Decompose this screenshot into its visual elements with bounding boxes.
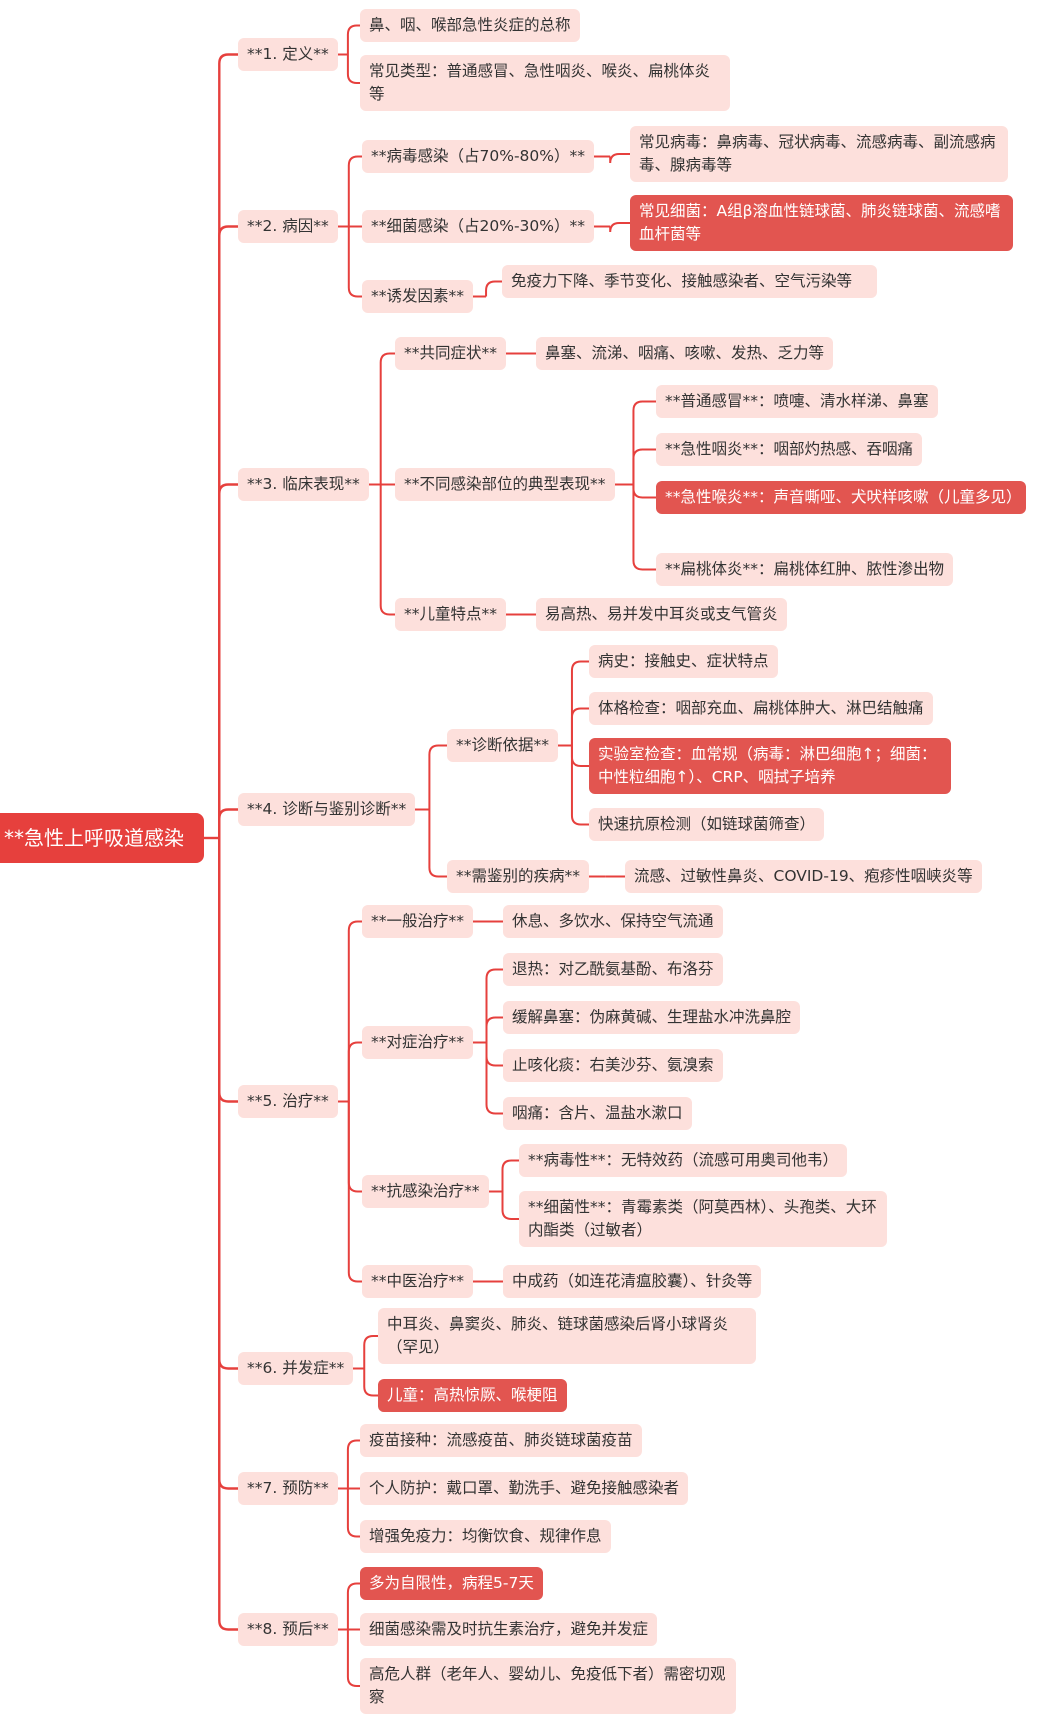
connector-line — [485, 1016, 503, 1043]
connector-line — [218, 838, 238, 1490]
connector-line — [346, 24, 360, 55]
clinical-sites[interactable]: **不同感染部位的典型表现** — [395, 468, 615, 501]
connector-line — [218, 53, 238, 838]
clinical-child-detail[interactable]: 易高热、易并发中耳炎或支气管炎 — [536, 598, 787, 631]
connector-line — [632, 484, 656, 499]
connector-line — [346, 1488, 360, 1538]
connector-line — [570, 660, 589, 746]
section-complications[interactable]: **6. 并发症** — [238, 1352, 354, 1385]
complication-item[interactable]: 中耳炎、鼻窦炎、肺炎、链球菌感染后肾小球肾炎（罕见） — [378, 1308, 756, 1364]
treatment-symptomatic[interactable]: **对症治疗** — [362, 1026, 474, 1059]
prevention-item[interactable]: 增强免疫力：均衡饮食、规律作息 — [360, 1520, 611, 1553]
section-prognosis[interactable]: **8. 预后** — [238, 1613, 338, 1646]
connector-line — [485, 1042, 503, 1067]
treatment-tcm[interactable]: **中医治疗** — [362, 1265, 474, 1298]
connector-line — [570, 745, 589, 767]
treatment-anti-infective[interactable]: **抗感染治疗** — [362, 1175, 489, 1208]
connector-line — [570, 745, 589, 826]
prognosis-item[interactable]: 多为自限性，病程5-7天 — [360, 1567, 543, 1600]
connector-line — [346, 1629, 360, 1687]
connector-line — [218, 838, 238, 1370]
connector-line — [346, 1439, 360, 1489]
etiology-bacteria[interactable]: **细菌感染（占20%-30%）** — [362, 210, 594, 243]
clinical-site-item[interactable]: **急性喉炎**：声音嘶哑、犬吠样咳嗽（儿童多见） — [656, 481, 1026, 514]
connector-line — [570, 707, 589, 746]
connector-line — [363, 1368, 378, 1397]
connector-line — [609, 222, 630, 233]
treatment-anti-item[interactable]: **细菌性**：青霉素类（阿莫西林）、头孢类、大环内酯类（过敏者） — [519, 1191, 887, 1247]
treatment-symptomatic-item[interactable]: 咽痛：含片、温盐水漱口 — [503, 1097, 692, 1130]
connector-line — [632, 484, 656, 571]
diagnosis-differential-detail[interactable]: 流感、过敏性鼻炎、COVID-19、疱疹性咽峡炎等 — [625, 860, 982, 893]
connector-line — [347, 1041, 362, 1102]
connector-line — [347, 1101, 362, 1283]
clinical-common-detail[interactable]: 鼻塞、流涕、咽痛、咳嗽、发热、乏力等 — [536, 337, 834, 370]
connector-line — [485, 280, 502, 297]
connector-line — [485, 968, 503, 1043]
etiology-virus[interactable]: **病毒感染（占70%-80%）** — [362, 140, 594, 173]
connector-line — [346, 54, 360, 84]
connector-line — [379, 352, 395, 485]
treatment-tcm-detail[interactable]: 中成药（如连花清瘟胶囊）、针灸等 — [503, 1265, 762, 1298]
connector-line — [218, 838, 238, 1631]
connector-line — [609, 153, 630, 164]
connector-line — [347, 920, 362, 1102]
clinical-site-item[interactable]: **扁桃体炎**：扁桃体红肿、脓性渗出物 — [656, 553, 954, 586]
clinical-site-item[interactable]: **普通感冒**：喷嚏、清水样涕、鼻塞 — [656, 385, 938, 418]
etiology-bacteria-detail[interactable]: 常见细菌：A组β溶血性链球菌、肺炎链球菌、流感嗜血杆菌等 — [630, 195, 1013, 251]
etiology-trigger-detail[interactable]: 免疫力下降、季节变化、接触感染者、空气污染等 — [502, 265, 877, 298]
connector-line — [218, 483, 238, 838]
connector-line — [501, 1191, 519, 1220]
prognosis-item[interactable]: 细菌感染需及时抗生素治疗，避免并发症 — [360, 1613, 658, 1646]
connector-line — [379, 484, 395, 616]
root-node[interactable]: **急性上呼吸道感染 — [0, 813, 204, 863]
etiology-virus-detail[interactable]: 常见病毒：鼻病毒、冠状病毒、流感病毒、副流感病毒、腺病毒等 — [630, 126, 1008, 182]
section-etiology[interactable]: **2. 病因** — [238, 210, 338, 243]
connector-line — [218, 808, 238, 838]
definition-item[interactable]: 鼻、咽、喉部急性炎症的总称 — [360, 9, 580, 42]
connector-line — [428, 809, 447, 878]
treatment-general[interactable]: **一般治疗** — [362, 905, 474, 938]
section-treatment[interactable]: **5. 治疗** — [238, 1085, 338, 1118]
treatment-anti-item[interactable]: **病毒性**：无特效药（流感可用奥司他韦） — [519, 1144, 848, 1177]
diagnosis-differential[interactable]: **需鉴别的疾病** — [447, 860, 590, 893]
connector-line — [501, 1159, 519, 1192]
connector-line — [347, 155, 362, 227]
treatment-symptomatic-item[interactable]: 缓解鼻塞：伪麻黄碱、生理盐水冲洗鼻腔 — [503, 1001, 801, 1034]
connector-line — [346, 1582, 360, 1630]
section-prevention[interactable]: **7. 预防** — [238, 1472, 338, 1505]
connector-line — [632, 400, 656, 485]
connector-line — [363, 1335, 378, 1369]
treatment-symptomatic-item[interactable]: 止咳化痰：右美沙芬、氨溴索 — [503, 1049, 723, 1082]
connector-line — [347, 1101, 362, 1193]
definition-item[interactable]: 常见类型：普通感冒、急性咽炎、喉炎、扁桃体炎等 — [360, 55, 730, 111]
diagnosis-basis[interactable]: **诊断依据** — [447, 729, 559, 762]
connector-line — [485, 1042, 503, 1115]
treatment-symptomatic-item[interactable]: 退热：对乙酰氨基酚、布洛芬 — [503, 953, 723, 986]
clinical-site-item[interactable]: **急性咽炎**：咽部灼热感、吞咽痛 — [656, 433, 923, 466]
connector-line — [347, 226, 362, 298]
connector-line — [218, 838, 238, 1103]
diagnosis-basis-item[interactable]: 实验室检查：血常规（病毒：淋巴细胞↑；细菌：中性粒细胞↑）、CRP、咽拭子培养 — [589, 738, 951, 794]
connector-line — [632, 448, 656, 485]
connector-line — [428, 744, 447, 810]
diagnosis-basis-item[interactable]: 病史：接触史、症状特点 — [589, 645, 778, 678]
section-diagnosis[interactable]: **4. 诊断与鉴别诊断** — [238, 793, 416, 826]
prevention-item[interactable]: 疫苗接种：流感疫苗、肺炎链球菌疫苗 — [360, 1424, 642, 1457]
complication-item[interactable]: 儿童：高热惊厥、喉梗阻 — [378, 1379, 567, 1412]
section-definition[interactable]: **1. 定义** — [238, 38, 338, 71]
diagnosis-basis-item[interactable]: 快速抗原检测（如链球菌筛查） — [589, 808, 825, 841]
prognosis-item[interactable]: 高危人群（老年人、婴幼儿、免疫低下者）需密切观察 — [360, 1658, 736, 1714]
connector-line — [218, 225, 238, 838]
diagnosis-basis-item[interactable]: 体格检查：咽部充血、扁桃体肿大、淋巴结触痛 — [589, 692, 933, 725]
treatment-general-detail[interactable]: 休息、多饮水、保持空气流通 — [503, 905, 723, 938]
prevention-item[interactable]: 个人防护：戴口罩、勤洗手、避免接触感染者 — [360, 1472, 689, 1505]
clinical-child[interactable]: **儿童特点** — [395, 598, 507, 631]
clinical-common[interactable]: **共同症状** — [395, 337, 507, 370]
section-clinical[interactable]: **3. 临床表现** — [238, 468, 369, 501]
etiology-trigger[interactable]: **诱发因素** — [362, 280, 474, 313]
